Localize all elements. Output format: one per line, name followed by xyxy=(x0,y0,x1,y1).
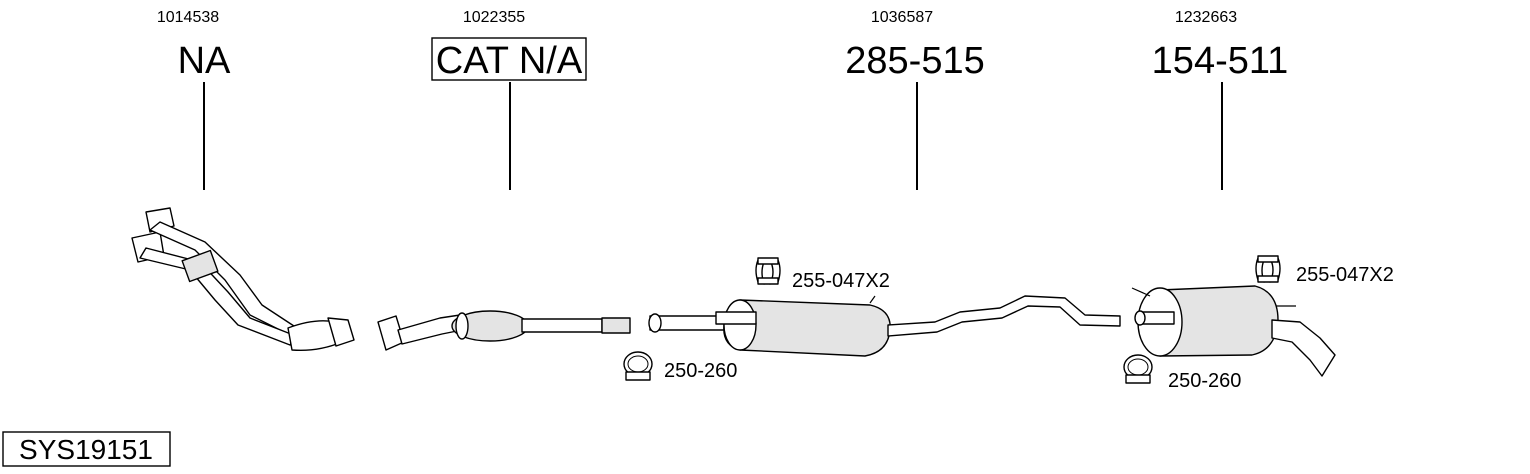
accessory-hanger-1[interactable]: 255-047X2 xyxy=(755,257,890,292)
pipe-clamp-icon xyxy=(1123,354,1153,384)
manifold-shape xyxy=(131,207,355,352)
part-3-number: 1036587 xyxy=(871,9,933,26)
accessory-clamp-1-label: 250-260 xyxy=(664,360,737,382)
catalyst-shape xyxy=(377,310,631,351)
part-4[interactable]: 1232663 154-511 xyxy=(1131,9,1336,377)
system-code-label: SYS19151 xyxy=(19,434,153,465)
part-2-code-box xyxy=(431,37,587,81)
system-code-box xyxy=(2,431,171,467)
rubber-hanger-icon xyxy=(755,257,781,285)
rubber-hanger-icon xyxy=(1255,255,1281,283)
middle-silencer-shape xyxy=(648,295,1121,357)
part-2-code: CAT N/A xyxy=(436,40,583,82)
part-4-code: 154-511 xyxy=(1152,40,1289,82)
part-1-code: NA xyxy=(178,40,231,82)
accessory-clamp-2[interactable]: 250-260 xyxy=(1123,354,1241,392)
part-3-code: 285-515 xyxy=(845,40,984,82)
accessory-clamp-2-label: 250-260 xyxy=(1168,370,1241,392)
pipe-clamp-icon xyxy=(623,351,653,381)
part-2[interactable]: 1022355 CAT N/A xyxy=(377,9,631,351)
part-1-number: 1014538 xyxy=(157,9,219,26)
part-1[interactable]: 1014538 NA xyxy=(131,9,355,352)
accessory-hanger-2-label: 255-047X2 xyxy=(1296,264,1394,286)
accessory-hanger-2[interactable]: 255-047X2 xyxy=(1255,255,1394,286)
system-code: SYS19151 xyxy=(2,431,171,467)
accessory-hanger-1-label: 255-047X2 xyxy=(792,270,890,292)
rear-silencer-shape xyxy=(1131,285,1336,377)
part-2-number: 1022355 xyxy=(463,9,525,26)
part-3[interactable]: 1036587 285-515 xyxy=(648,9,1121,357)
part-4-number: 1232663 xyxy=(1175,9,1237,26)
accessory-clamp-1[interactable]: 250-260 xyxy=(623,351,737,382)
